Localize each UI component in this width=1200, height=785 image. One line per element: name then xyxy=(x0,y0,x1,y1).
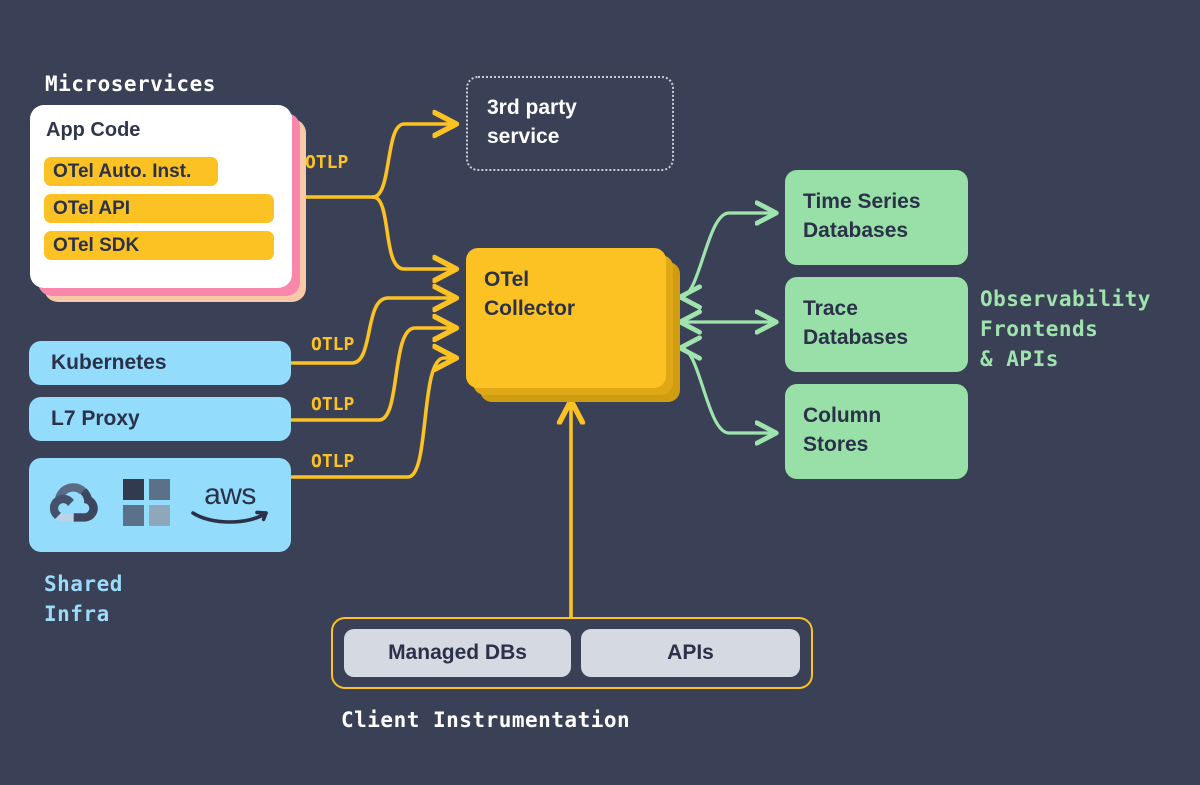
otel-api-chip[interactable]: OTel API xyxy=(44,194,274,223)
otel-collector-label: OTel Collector xyxy=(484,268,576,321)
app-code-card[interactable]: App Code OTel Auto. Inst. OTel API OTel … xyxy=(30,105,292,288)
third-party-service-box[interactable]: 3rd party service xyxy=(466,76,674,171)
microsoft-azure-logo xyxy=(122,478,170,532)
collector-card[interactable]: OTel Collector xyxy=(466,248,666,388)
observability-caption: Observability Frontends & APIs xyxy=(980,287,1151,371)
time-series-databases-box[interactable]: Time Series Databases xyxy=(785,170,968,265)
otlp-label: OTLP xyxy=(311,394,355,415)
third-party-service-label: 3rd party service xyxy=(487,96,577,148)
app-code-title: App Code xyxy=(46,119,141,141)
column-stores-box[interactable]: Column Stores xyxy=(785,384,968,479)
kubernetes-box[interactable]: Kubernetes xyxy=(29,341,291,385)
wire-collector-columnstores xyxy=(681,348,775,433)
wire-appcode-to-3rdparty xyxy=(371,124,455,199)
shared-infra-caption: Shared Infra xyxy=(44,572,123,626)
otel-sdk-chip[interactable]: OTel SDK xyxy=(44,231,274,260)
wire-collector-timeseries xyxy=(681,213,775,297)
wire-appcode-to-collector xyxy=(371,195,455,269)
aws-logo: aws xyxy=(187,477,273,533)
trace-databases-box[interactable]: Trace Databases xyxy=(785,277,968,372)
svg-text:aws: aws xyxy=(204,478,256,511)
google-cloud-logo xyxy=(47,477,105,533)
otel-collector-stack[interactable]: OTel Collector xyxy=(466,248,680,402)
apis-chip[interactable]: APIs xyxy=(581,629,800,677)
client-instrumentation-group: Managed DBs APIs xyxy=(331,617,813,689)
client-instrumentation-caption: Client Instrumentation xyxy=(341,708,631,732)
l7-proxy-box[interactable]: L7 Proxy xyxy=(29,397,291,441)
cloud-providers-box[interactable]: aws xyxy=(29,458,291,552)
microservices-card-stack: App Code OTel Auto. Inst. OTel API OTel … xyxy=(30,105,306,302)
otel-auto-inst-chip[interactable]: OTel Auto. Inst. xyxy=(44,157,218,186)
otlp-label: OTLP xyxy=(311,334,355,355)
otlp-label: OTLP xyxy=(311,451,355,472)
otlp-label: OTLP xyxy=(305,152,349,173)
managed-dbs-chip[interactable]: Managed DBs xyxy=(344,629,571,677)
microservices-caption: Microservices xyxy=(45,72,216,96)
